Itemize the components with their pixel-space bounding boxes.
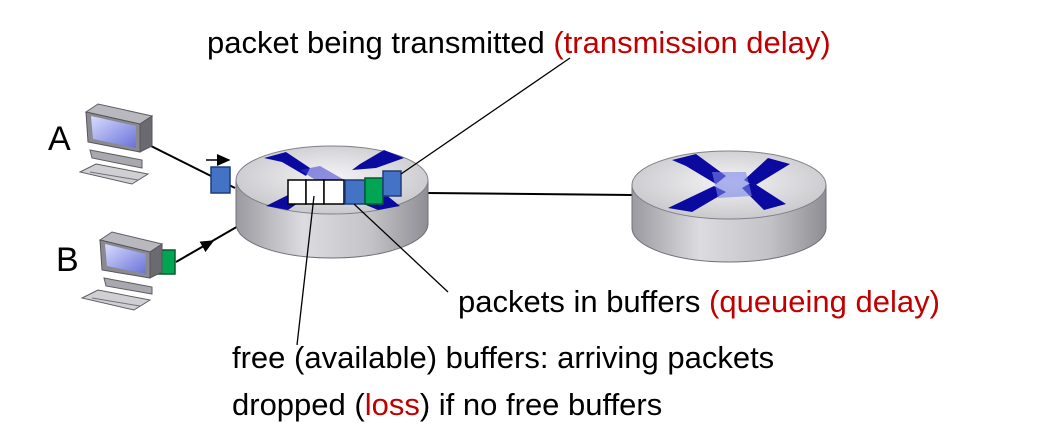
router-2-cross-icon <box>668 154 790 212</box>
packet-transmitting <box>382 170 402 197</box>
packet-arriving-a <box>210 166 231 194</box>
buffer-queue <box>287 177 384 205</box>
host-b-label: B <box>56 241 79 279</box>
host-a-computer-icon <box>78 103 154 185</box>
callout-transmitted <box>400 57 571 175</box>
buffer-packet-green <box>364 177 384 205</box>
label-queueing-delay: (queueing delay) <box>709 284 940 319</box>
link-router-router <box>427 192 633 196</box>
host-a-label: A <box>48 120 71 158</box>
arrow-b-icon <box>185 240 215 257</box>
host-b-computer-icon <box>80 231 164 311</box>
label-transmitted: packet being transmitted (transmission d… <box>207 27 831 58</box>
label-transmitted-text: packet being transmitted <box>207 25 554 60</box>
buffer-slot-free <box>287 179 307 205</box>
label-buffers-text: packets in buffers <box>458 284 710 319</box>
label-loss: loss <box>364 387 420 422</box>
buffer-slot-free <box>305 179 325 205</box>
label-transmission-delay: (transmission delay) <box>553 25 831 60</box>
label-free-buffers-line2: dropped (loss) if no free buffers <box>232 389 662 420</box>
label-buffers: packets in buffers (queueing delay) <box>458 286 940 317</box>
buffer-slot-free <box>323 179 345 205</box>
label-dropped-text: dropped ( <box>232 387 365 422</box>
router-2 <box>631 150 827 263</box>
label-no-free-buffers-text: ) if no free buffers <box>419 387 663 422</box>
callout-buffers <box>353 203 449 293</box>
callout-free <box>296 195 315 346</box>
buffer-packet-blue <box>344 179 366 205</box>
label-free-buffers-line1: free (available) buffers: arriving packe… <box>232 340 775 375</box>
